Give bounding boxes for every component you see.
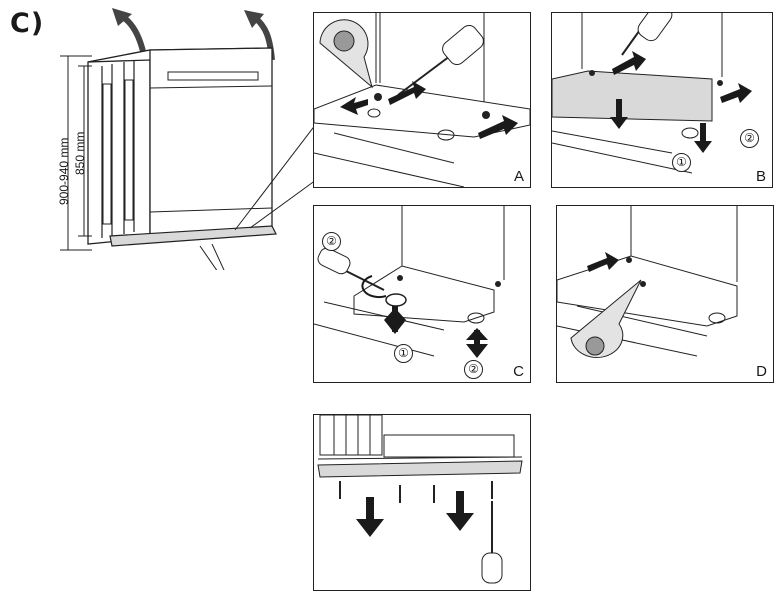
- panel-c-marker-screwdriver: ②: [322, 232, 341, 251]
- panel-c-letter: C: [513, 363, 524, 380]
- dimension-body-height: 850 mm: [73, 131, 87, 175]
- tilt-arrow-right-head: [244, 10, 264, 28]
- panel-b-marker-2: ②: [740, 129, 759, 148]
- dimension-total-height: 900-940 mm: [57, 137, 71, 205]
- panel-c-drawing: [314, 206, 505, 358]
- panel-b-plinth: [552, 70, 713, 122]
- panel-base-removal: [313, 414, 531, 591]
- panel-a-drawing: [314, 13, 530, 187]
- panel-d: D: [556, 205, 774, 383]
- section-label: C): [10, 8, 45, 39]
- base-plinth: [317, 460, 523, 478]
- panel-b-drawing: [552, 13, 752, 174]
- panel-a-letter: A: [513, 168, 524, 185]
- panel-b-marker-1: ①: [672, 153, 691, 172]
- cabinet-side: [87, 49, 151, 245]
- panel-d-drawing: [557, 206, 738, 358]
- panel-d-letter: D: [756, 363, 767, 380]
- tilt-arrow-left-head: [112, 8, 132, 26]
- panel-a: A: [313, 12, 531, 188]
- panel-b-letter: B: [755, 168, 766, 185]
- panel-c: ② ① ② C: [313, 205, 531, 383]
- base-removal-drawing: [317, 415, 523, 584]
- plinth: [109, 225, 277, 247]
- panel-c-marker-2: ②: [464, 360, 483, 379]
- panel-b: ① ② B: [551, 12, 773, 188]
- appliance-overview: [60, 8, 317, 270]
- panel-c-marker-1: ①: [394, 344, 413, 363]
